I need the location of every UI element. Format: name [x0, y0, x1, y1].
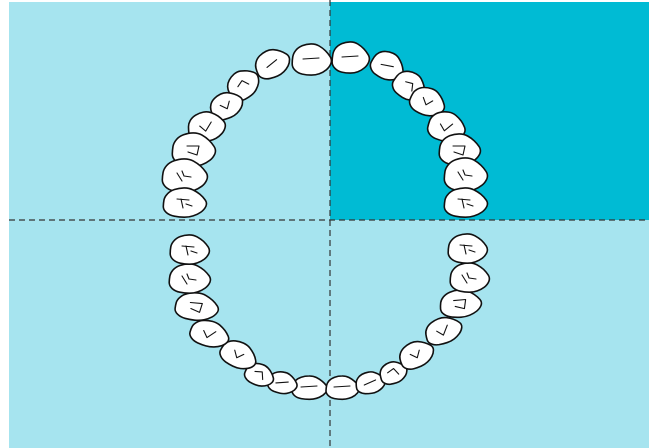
- quadrant-upper-right[interactable]: [330, 2, 649, 220]
- quadrant-lower-right[interactable]: [330, 220, 649, 448]
